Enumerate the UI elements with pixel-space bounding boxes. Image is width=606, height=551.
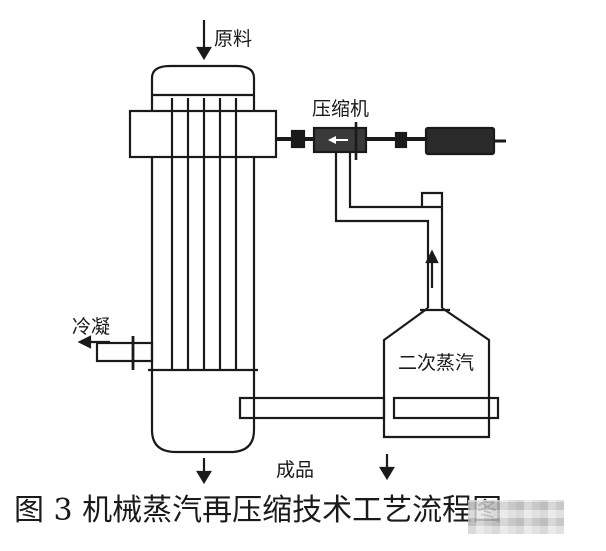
figure-caption: 图 3 机械蒸汽再压缩技术工艺流程图 bbox=[14, 493, 503, 528]
watermark-mosaic bbox=[468, 500, 564, 534]
compressor-label: 压缩机 bbox=[312, 98, 370, 120]
evaporator-vessel bbox=[128, 64, 278, 454]
product-arrow-left bbox=[196, 458, 212, 485]
liquid-return-pipe bbox=[238, 396, 500, 420]
feed-arrow bbox=[196, 20, 212, 61]
vapour-pipe bbox=[334, 152, 444, 308]
secondary-steam-label: 二次蒸汽 bbox=[398, 352, 475, 374]
feed-label: 原料 bbox=[214, 28, 253, 50]
separator-vessel bbox=[382, 307, 491, 439]
condensate-label: 冷凝 bbox=[72, 316, 111, 338]
compressor-assembly bbox=[276, 122, 506, 160]
product-arrow-right bbox=[379, 454, 395, 481]
product-label: 成品 bbox=[276, 459, 315, 481]
condensate-outlet bbox=[77, 335, 154, 370]
